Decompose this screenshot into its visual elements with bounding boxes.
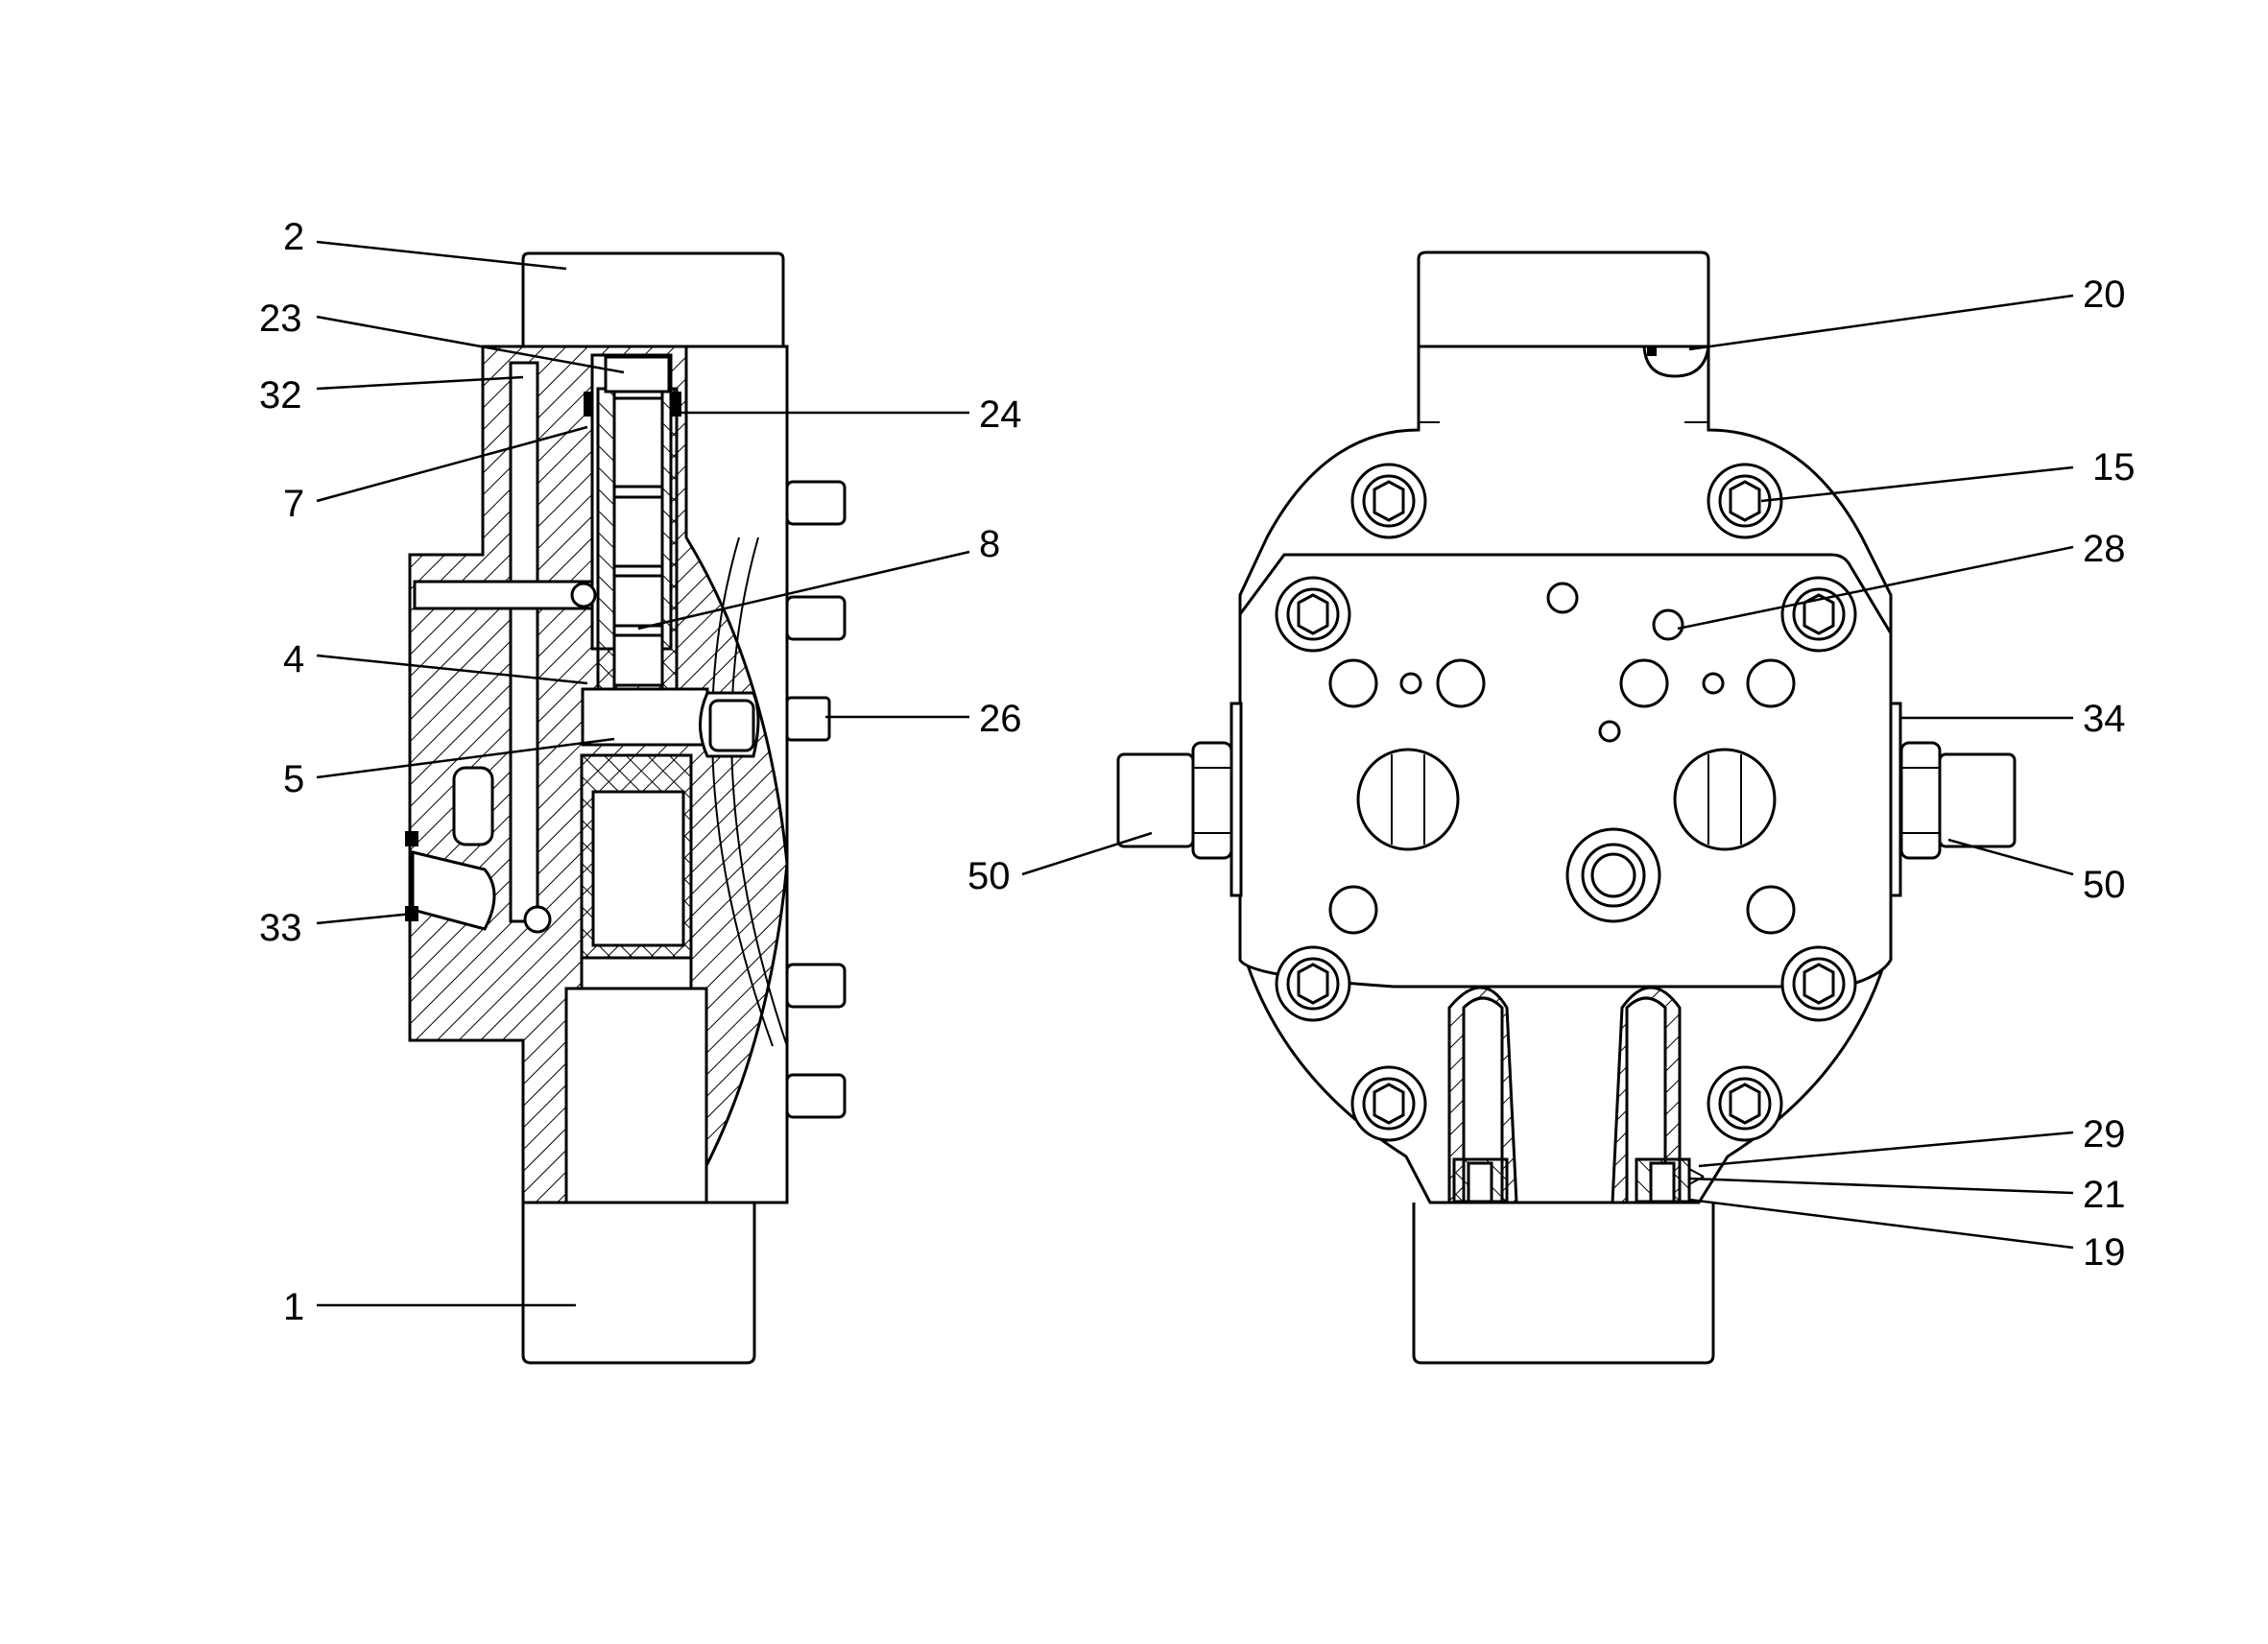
callout-32: 32 bbox=[259, 374, 302, 417]
check-valve-left bbox=[1452, 1157, 1509, 1203]
callout-20: 20 bbox=[2083, 274, 2126, 316]
bolt-head bbox=[1780, 945, 1857, 1022]
callout-50-left: 50 bbox=[967, 855, 1011, 897]
callout-8: 8 bbox=[979, 523, 1000, 565]
callout-26: 26 bbox=[979, 698, 1022, 740]
spool-end-left bbox=[1356, 748, 1460, 851]
leader-lines bbox=[316, 240, 2074, 1307]
bolts bbox=[1275, 463, 1857, 1142]
bolt-head bbox=[1350, 1065, 1427, 1142]
lower-piston bbox=[591, 790, 685, 947]
callout-labels: 2 23 32 7 4 5 33 1 24 8 26 50 20 15 28 3… bbox=[259, 216, 2136, 1328]
cross-port-part-5 bbox=[581, 687, 709, 747]
bolt-head bbox=[1707, 1065, 1783, 1142]
spool-lands bbox=[612, 396, 664, 687]
callout-1: 1 bbox=[283, 1286, 304, 1328]
side-fitting-right-part-50 bbox=[1889, 702, 2017, 897]
callout-50-right: 50 bbox=[2083, 864, 2126, 906]
left-section-view bbox=[405, 251, 847, 1365]
center-fitting bbox=[1565, 827, 1661, 923]
callout-34: 34 bbox=[2083, 698, 2126, 740]
studs bbox=[785, 480, 847, 1119]
side-cover-plate bbox=[683, 345, 789, 1204]
bolt-head bbox=[1707, 463, 1783, 539]
ports bbox=[1328, 582, 1796, 935]
right-bottom-connector bbox=[1412, 1203, 1715, 1365]
callout-7: 7 bbox=[283, 483, 304, 525]
top-plug-part-23 bbox=[604, 355, 671, 393]
check-valve-right-parts-29-21-19 bbox=[1635, 1157, 1705, 1203]
curved-passage bbox=[711, 536, 774, 1047]
horizontal-drilling bbox=[413, 580, 594, 610]
callout-15: 15 bbox=[2092, 446, 2136, 488]
callout-33: 33 bbox=[259, 907, 302, 949]
callout-5: 5 bbox=[283, 758, 304, 800]
callout-24: 24 bbox=[979, 393, 1022, 436]
bolt-head bbox=[1275, 945, 1351, 1022]
callout-19: 19 bbox=[2083, 1231, 2126, 1274]
right-exterior-view bbox=[1116, 250, 2017, 1365]
callout-23: 23 bbox=[259, 298, 302, 340]
curved-passage-inner bbox=[730, 536, 788, 1047]
right-top-cap bbox=[1417, 250, 1710, 346]
check-plug-part-33 bbox=[411, 850, 496, 931]
bolt-head bbox=[1275, 576, 1351, 653]
plug-part-20 bbox=[1642, 345, 1710, 378]
top-cap-part-2 bbox=[521, 251, 785, 346]
bolt-head bbox=[1780, 576, 1857, 653]
bolt-head bbox=[1350, 463, 1427, 539]
vertical-drilling-part-32 bbox=[509, 361, 552, 934]
seal-24 bbox=[672, 392, 681, 417]
lower-bore bbox=[564, 987, 708, 1204]
callout-2: 2 bbox=[283, 216, 304, 258]
callout-29: 29 bbox=[2083, 1113, 2126, 1156]
bottom-connector-part-1 bbox=[521, 1203, 756, 1365]
callout-4: 4 bbox=[283, 638, 304, 680]
callout-28: 28 bbox=[2083, 528, 2126, 570]
spool-end-right bbox=[1673, 748, 1777, 851]
side-fitting-left-part-50 bbox=[1116, 702, 1243, 897]
callout-21: 21 bbox=[2083, 1174, 2126, 1216]
seal-33a bbox=[405, 831, 418, 846]
seal-7 bbox=[584, 392, 593, 417]
